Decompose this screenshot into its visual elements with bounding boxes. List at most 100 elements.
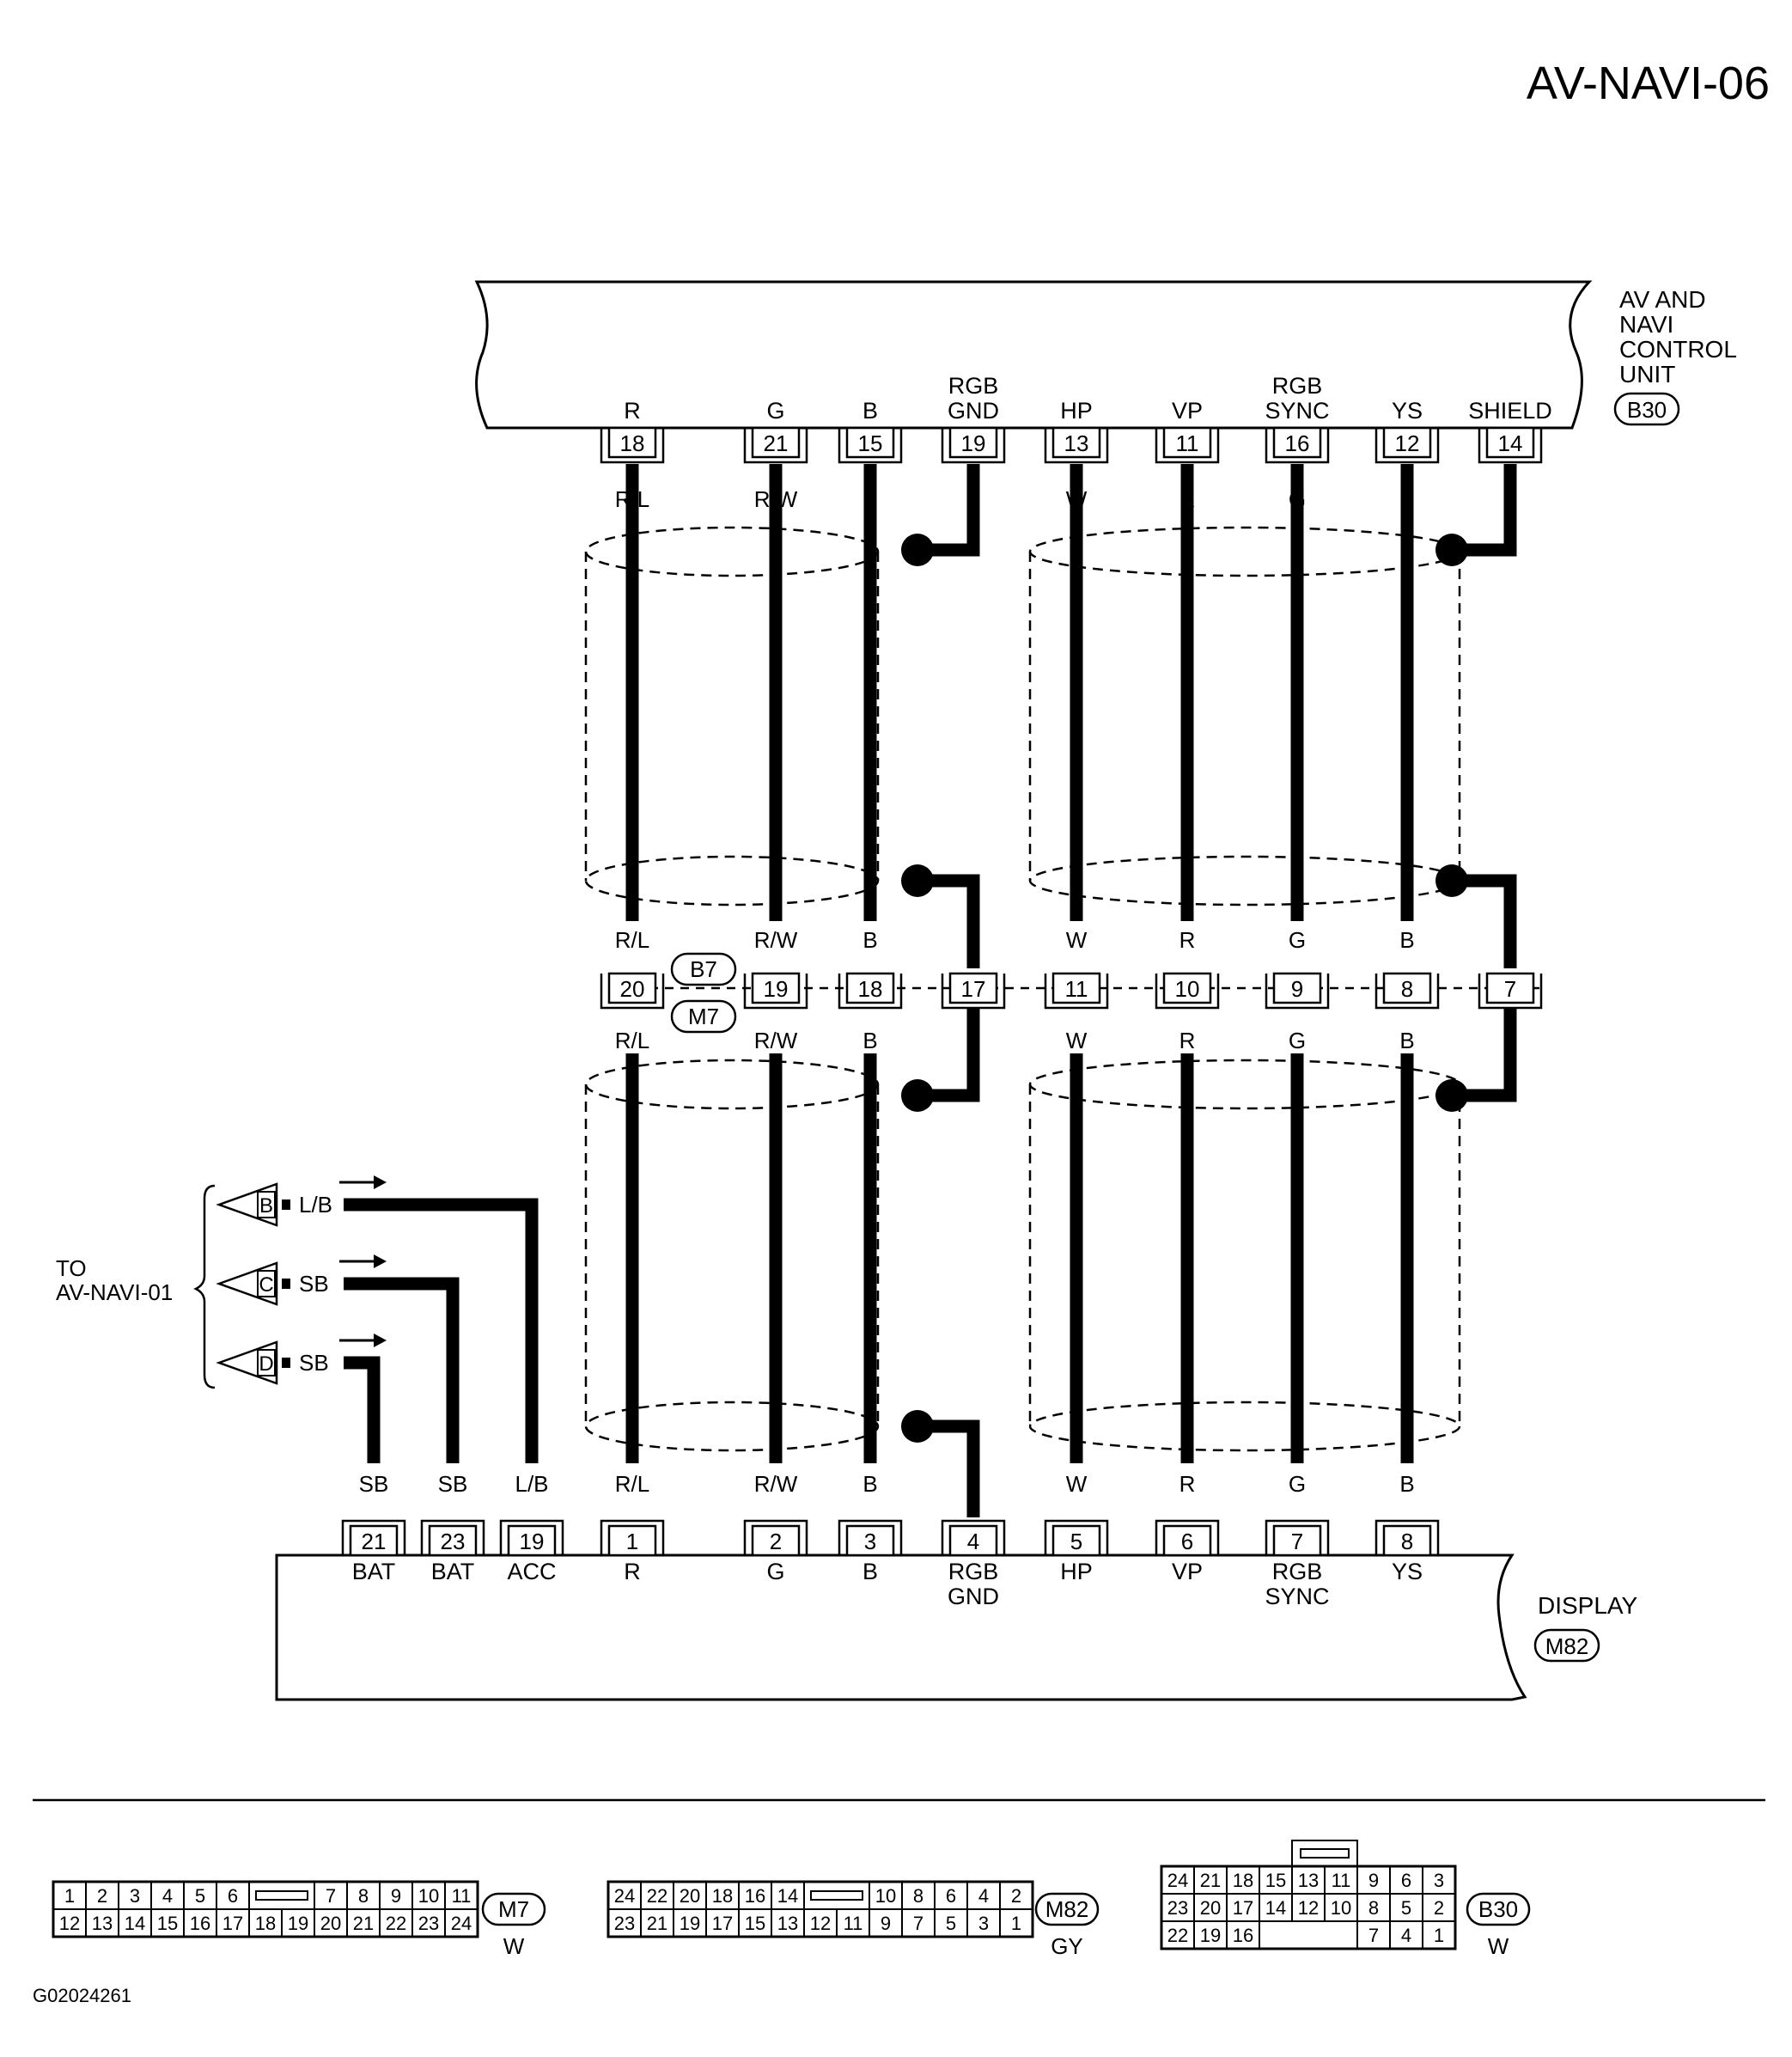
pin-number: 7 [1504, 976, 1516, 1002]
pin-label: YS [1392, 398, 1423, 424]
connector-pin-number: 2 [1434, 1897, 1444, 1919]
pin-box [1051, 1524, 1101, 1557]
wire-color-label: G [1289, 486, 1306, 512]
wire-color-label: W [1066, 1471, 1088, 1497]
connector-lock-cell [1291, 1840, 1358, 1867]
connector-tag-label: B30 [1478, 1896, 1518, 1922]
pin-box [607, 972, 657, 1004]
pin-number: 9 [1291, 976, 1303, 1002]
connector-pin-number: 21 [647, 1913, 667, 1934]
pin-box [845, 1524, 895, 1557]
connector-pin-number: 9 [391, 1885, 401, 1907]
pin-terminal: 18 [600, 426, 665, 464]
pin-label: ACC [507, 1559, 556, 1584]
connector-pin-number: 22 [647, 1885, 667, 1907]
pin-bracket [1044, 1519, 1109, 1555]
pin-bracket [1044, 428, 1109, 464]
reference-brace [193, 1184, 216, 1389]
pin-box [751, 972, 801, 1004]
pin-label: RGB [948, 1559, 999, 1584]
connector-outline [1160, 1865, 1457, 1950]
connector-pin-number: 24 [451, 1913, 472, 1934]
connector-color: W [1488, 1933, 1509, 1959]
shield-drain-wire [1452, 464, 1517, 557]
connector-pin-number: 16 [190, 1913, 210, 1934]
shield-drain-wire [917, 1008, 980, 1102]
pin-label: R [624, 398, 641, 424]
pin-bracket [341, 1519, 406, 1555]
connector-tag-b30 [1613, 392, 1680, 426]
pin-terminal: 19 [941, 426, 1006, 464]
pin-box [607, 426, 657, 459]
pin-label: HP [1060, 398, 1093, 424]
signal-wires [344, 464, 1517, 1517]
pin-box [1051, 972, 1101, 1004]
pin-number: 19 [520, 1529, 545, 1554]
wire-sb [344, 1356, 381, 1463]
pin-box [1485, 972, 1535, 1004]
wire-color-label: L/B [299, 1192, 332, 1218]
display-pins: 21BATSB23BATSB19ACCL/B1RR/L2GR/W3BB4RGBG… [341, 1471, 1440, 1609]
pin-bracket [838, 1519, 903, 1555]
pin-terminal: 14 [1478, 426, 1543, 464]
pin-terminal: 7 [1265, 1519, 1330, 1557]
pin-label: R [624, 1559, 641, 1584]
pin-terminal: 21 [341, 1519, 406, 1557]
connector-pin-number: 3 [978, 1913, 989, 1934]
pin-number: 23 [441, 1529, 466, 1554]
connector-pin-number: 18 [1233, 1870, 1253, 1891]
pin-bracket [743, 1519, 808, 1555]
connector-pin-number: 8 [1368, 1897, 1379, 1919]
pin-box [948, 1524, 998, 1557]
connector-tag-label: B30 [1627, 397, 1667, 423]
control-unit-name: AV AND NAVI CONTROL UNIT [1619, 286, 1737, 388]
connector-pin-number: 14 [777, 1885, 798, 1907]
wire-color-label: SB [438, 1471, 468, 1497]
pin-number: 18 [858, 976, 883, 1002]
wire-color-label: B [862, 1028, 877, 1053]
wire-color-label: R [1179, 486, 1196, 512]
pin-label: G [766, 1559, 784, 1584]
pin-label: VP [1172, 398, 1203, 424]
pin-box [1382, 426, 1432, 459]
connector-lock-cell [248, 1881, 315, 1910]
pin-box [751, 426, 801, 459]
pin-box [845, 426, 895, 459]
pin-number: 17 [961, 976, 986, 1002]
shield-cylinder-top [1028, 526, 1461, 577]
unit-name-line: UNIT [1619, 361, 1675, 388]
pin-bracket [600, 1519, 665, 1555]
pin-bracket [941, 1519, 1006, 1555]
pin-box [845, 972, 895, 1004]
shield-drain-wire [917, 874, 980, 968]
pin-label: HP [1060, 1559, 1093, 1584]
pin-number: 12 [1395, 430, 1420, 456]
connector-cell [1422, 1920, 1456, 1950]
pin-number: 19 [961, 430, 986, 456]
pin-box [1051, 426, 1101, 459]
connector-pin-number: 2 [97, 1885, 107, 1907]
connector-pin-number: 19 [288, 1913, 308, 1934]
unit-name-line: CONTROL [1619, 336, 1737, 363]
wire-color-label: B [862, 1471, 877, 1497]
connector-pin-number: 3 [130, 1885, 140, 1907]
connector-pin-number: 17 [712, 1913, 733, 1934]
connector-pin-number: 1 [64, 1885, 75, 1907]
pin-number: 8 [1401, 976, 1413, 1002]
pin-box [1272, 972, 1322, 1004]
pin-number: 1 [626, 1529, 638, 1554]
connector-pin-number: 12 [1298, 1897, 1319, 1919]
connector-pin-number: 22 [1167, 1925, 1188, 1946]
pin-bracket [1265, 1519, 1330, 1555]
pin-number: 21 [362, 1529, 387, 1554]
pin-label: GND [948, 398, 999, 424]
pin-bracket [420, 1519, 485, 1555]
wire-color-label: R [1179, 1471, 1196, 1497]
pin-box [1162, 426, 1212, 459]
connector-outline [606, 1880, 1034, 1938]
pin-number: 6 [1181, 1529, 1193, 1554]
connector-tag-label: M82 [1545, 1633, 1589, 1659]
connector-pin-number: 4 [162, 1885, 173, 1907]
pin-number: 21 [764, 430, 789, 456]
